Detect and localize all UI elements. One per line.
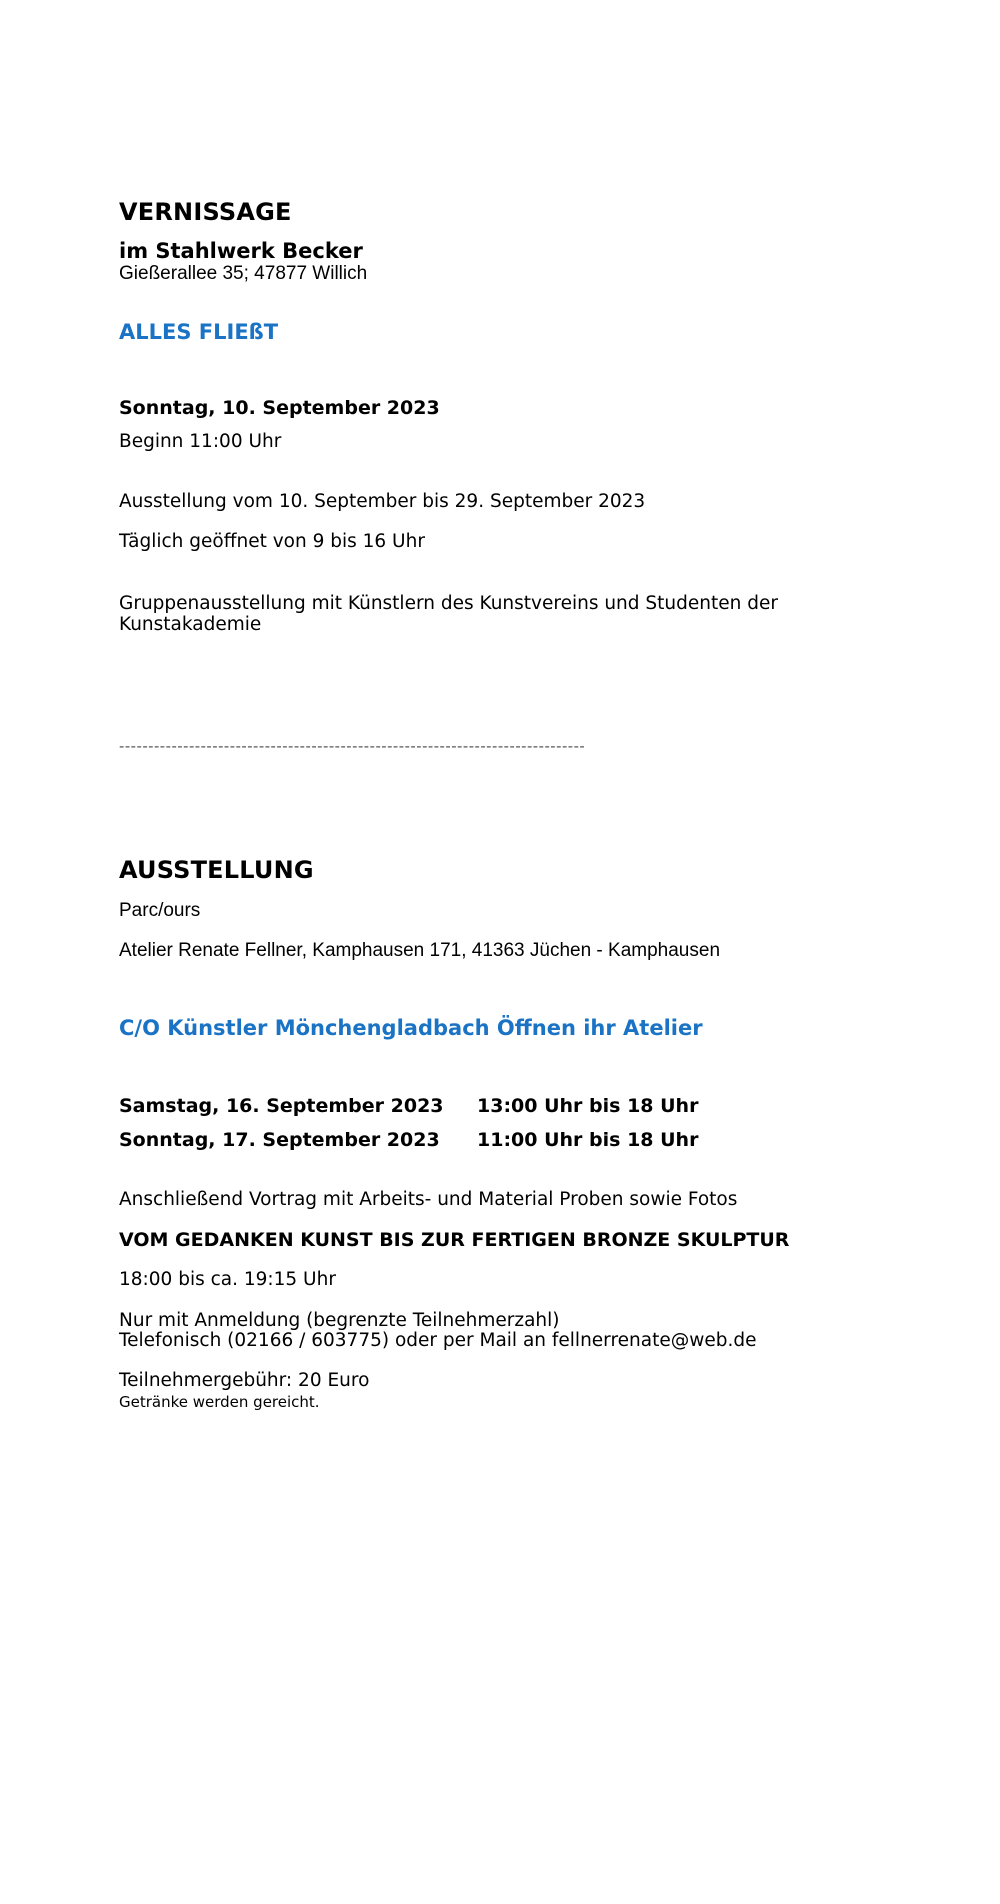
vernissage-opening-hours: Täglich geöffnet von 9 bis 16 Uhr (119, 531, 425, 552)
vernissage-date: Sonntag, 10. September 2023 (119, 397, 440, 419)
vernissage-description-line1: Gruppenausstellung mit Künstlern des Kun… (119, 593, 778, 614)
vernissage-exhibition-period: Ausstellung vom 10. September bis 29. Se… (119, 491, 646, 512)
drinks-note: Getränke werden gereicht. (119, 1393, 320, 1411)
schedule-day: Samstag, 16. September 2023 (119, 1095, 444, 1117)
ausstellung-heading: AUSSTELLUNG (119, 856, 314, 884)
ausstellung-title: C/O Künstler Mönchengladbach Öffnen ihr … (119, 1016, 703, 1040)
ausstellung-subtitle: Parc/ours (119, 900, 201, 921)
vernissage-description-line2: Kunstakademie (119, 614, 262, 635)
ausstellung-address: Atelier Renate Fellner, Kamphausen 171, … (119, 940, 721, 961)
talk-time: 18:00 bis ca. 19:15 Uhr (119, 1269, 336, 1290)
schedule-row: Samstag, 16. September 2023 13:00 Uhr bi… (119, 1095, 919, 1117)
vernissage-start: Beginn 11:00 Uhr (119, 431, 282, 452)
registration-line1: Nur mit Anmeldung (begrenzte Teilnehmerz… (119, 1310, 560, 1331)
schedule-time: 13:00 Uhr bis 18 Uhr (477, 1095, 699, 1117)
section-divider: ----------------------------------------… (119, 738, 586, 755)
schedule-time: 11:00 Uhr bis 18 Uhr (477, 1129, 699, 1151)
vernissage-heading: VERNISSAGE (119, 198, 292, 226)
talk-intro: Anschließend Vortrag mit Arbeits- und Ma… (119, 1189, 738, 1210)
schedule-row: Sonntag, 17. September 2023 11:00 Uhr bi… (119, 1129, 919, 1151)
fee: Teilnehmergebühr: 20 Euro (119, 1370, 370, 1391)
schedule-day: Sonntag, 17. September 2023 (119, 1129, 440, 1151)
vernissage-title: ALLES FLIEßT (119, 320, 279, 344)
vernissage-address: Gießerallee 35; 47877 Willich (119, 263, 368, 284)
talk-title: VOM GEDANKEN KUNST BIS ZUR FERTIGEN BRON… (119, 1229, 790, 1251)
vernissage-venue: im Stahlwerk Becker (119, 239, 363, 263)
registration-line2: Telefonisch (02166 / 603775) oder per Ma… (119, 1330, 757, 1351)
